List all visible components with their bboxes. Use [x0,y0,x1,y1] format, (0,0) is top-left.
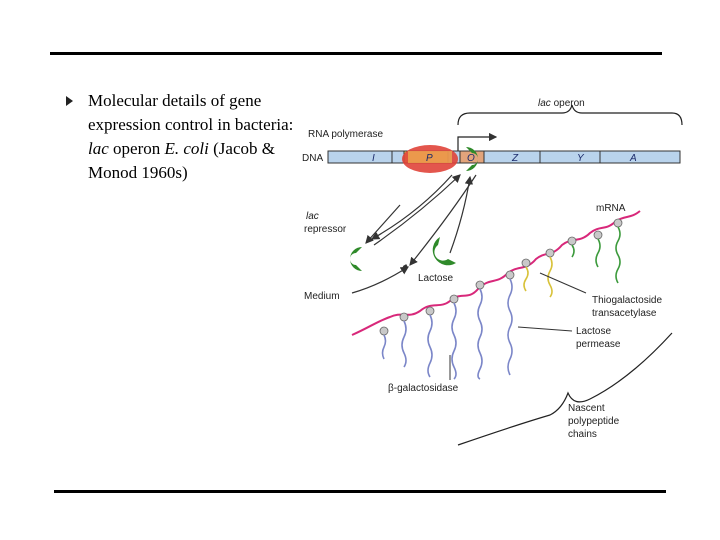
bullet-text-lac: lac [88,139,109,158]
lactose-label: Lactose [418,273,453,284]
lac-operon-figure: lac operon DNA I P O Z Y A RNA polymeras… [300,95,684,450]
thiogalactoside-label-line2: transacetylase [592,308,657,319]
bullet-text-species: E. coli [164,139,209,158]
nascent-bracket [457,332,673,446]
bottom-divider [54,490,666,493]
nascent-label-line1: Nascent [568,403,605,414]
segment-i: I [372,153,375,164]
bullet-text: Molecular details of gene expression con… [88,89,298,185]
operon-bracket [457,104,683,126]
permease-label-line1: Lactose [576,326,611,337]
lac-operon-diagram: lac operon DNA I P O Z Y A RNA polymeras… [302,98,683,446]
lac-operon-label: lac operon [538,98,585,109]
inactive-repressor-shape [432,237,456,266]
bullet-text-part2: operon [108,139,165,158]
bullet-arrow-icon [66,96,73,106]
svg-text:P: P [426,153,433,164]
dna-bar [327,150,681,164]
bullet-text-part3: (Jacob & Monod 1960s) [88,139,275,182]
nascent-label-line2: polypeptide [568,416,620,427]
lac-repressor-label-line2: repressor [304,224,347,235]
segment-a: A [629,153,637,164]
free-repressor-shape [350,247,362,271]
permease-label-line2: permease [576,339,621,350]
rna-polymerase-label: RNA polymerase [308,129,383,140]
thiogalactoside-label-line1: Thiogalactoside [592,295,662,306]
lac-repressor-label-line1: lac [306,211,319,222]
segment-z: Z [511,153,519,164]
mrna-label: mRNA [596,203,626,214]
dna-label: DNA [302,153,323,164]
segment-y: Y [577,153,585,164]
bullet-text-part1: Molecular details of gene expression con… [88,91,294,134]
galactosidase-label: β-galactosidase [388,383,459,394]
nascent-label-line3: chains [568,429,597,440]
nascent-chains [379,218,623,380]
medium-label: Medium [304,291,340,302]
segment-o: O [467,153,475,164]
transcription-arrow [457,132,498,151]
bound-repressor-shape [466,147,478,171]
top-divider [50,52,662,55]
